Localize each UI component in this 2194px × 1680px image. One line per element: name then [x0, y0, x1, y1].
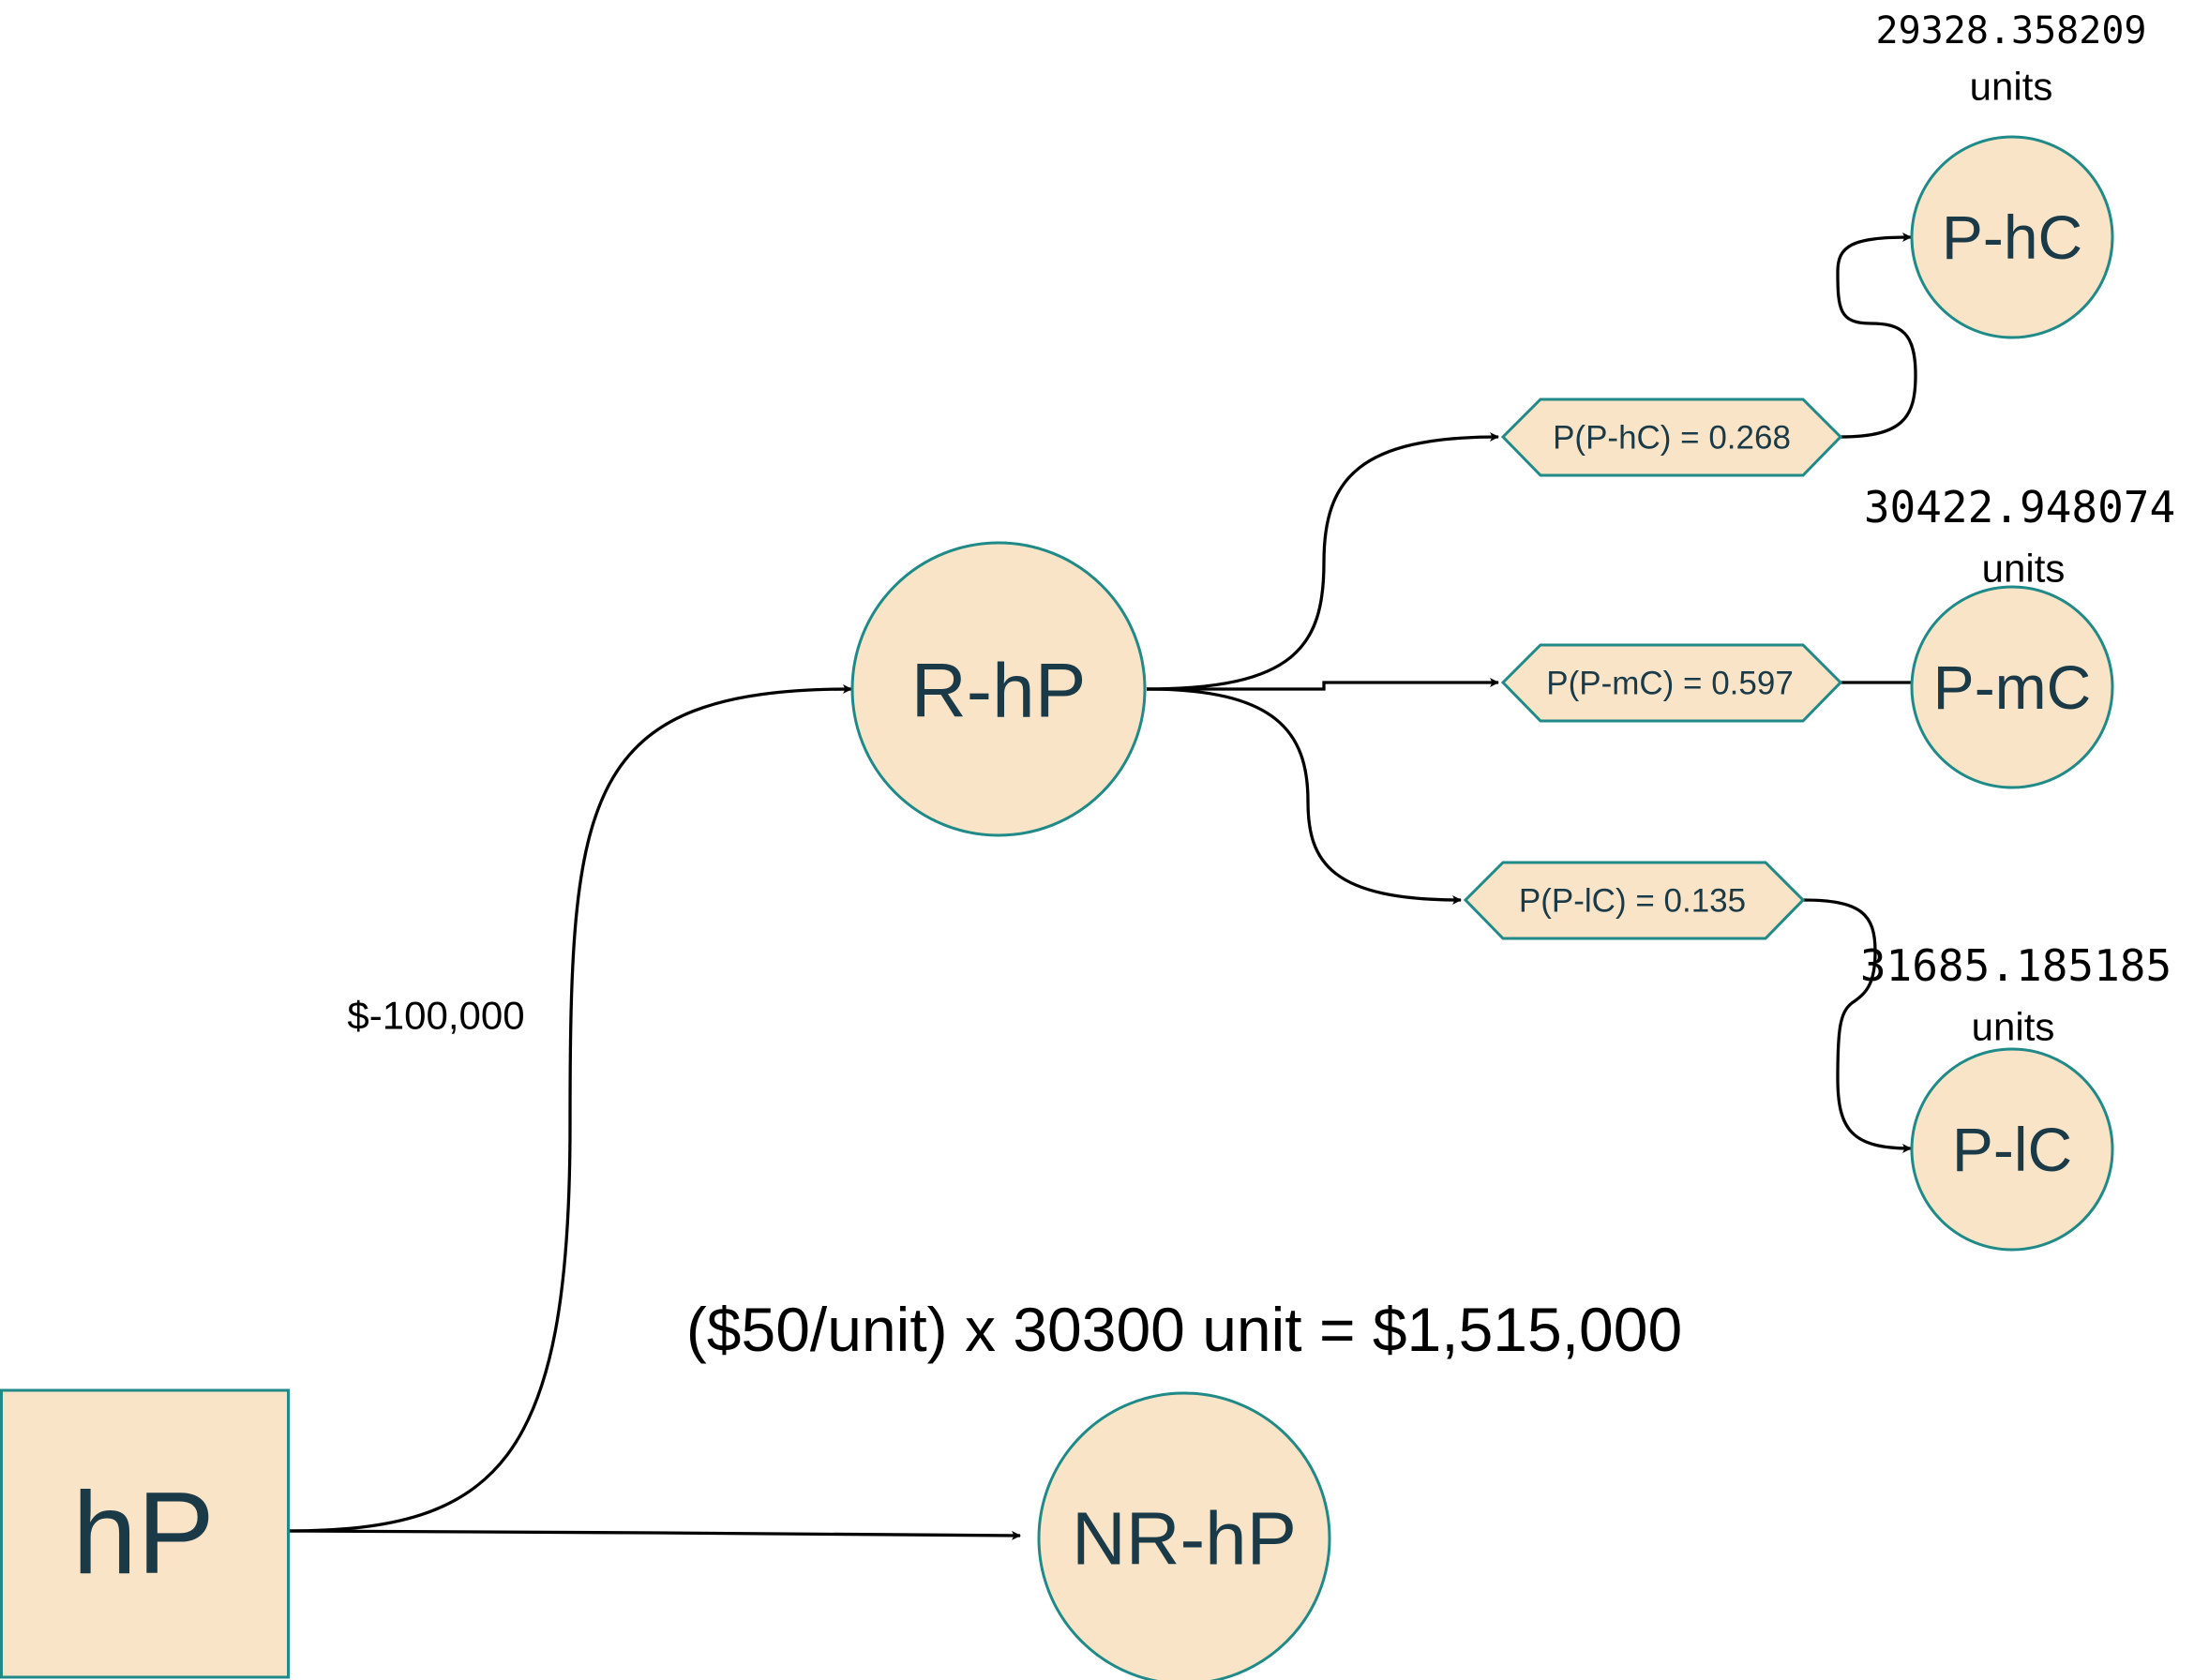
outcome-node-p-mc-label: P-mC	[1933, 652, 2092, 722]
cost-label: $-100,000	[347, 994, 524, 1038]
p-lc-units-label: units	[1972, 1005, 2055, 1049]
outcome-node-p-hc[interactable]: P-hC	[1910, 135, 2114, 339]
p-mc-units-label: units	[1982, 547, 2066, 591]
node-r-hp[interactable]: R-hP	[850, 541, 1147, 837]
edge-r-hp-to-chance-hc	[1146, 432, 1499, 691]
decision-node-hp-label: hP	[72, 1469, 215, 1598]
node-nr-hp-circle	[1037, 1391, 1331, 1680]
chance-node-p-mc-label: P(P-mC) = 0.597	[1546, 666, 1794, 702]
outcome-node-p-mc-circle	[1910, 585, 2114, 789]
outcome-node-p-lc-label: P-lC	[1952, 1115, 2072, 1184]
outcome-node-p-mc[interactable]: P-mC	[1910, 585, 2114, 789]
p-lc-units-value: 31685.185185	[1860, 940, 2171, 991]
chance-node-p-lc-hexagon	[1463, 861, 1806, 940]
node-r-hp-label: R-hP	[911, 649, 1087, 734]
chance-node-p-lc-label: P(P-lC) = 0.135	[1519, 883, 1746, 920]
node-r-hp-circle	[850, 541, 1147, 837]
chance-node-p-mc-hexagon	[1500, 643, 1843, 723]
chance-node-p-hc[interactable]: P(P-hC) = 0.268	[1500, 398, 1843, 477]
chance-node-p-hc-hexagon	[1500, 398, 1843, 477]
outcome-node-p-hc-circle	[1910, 135, 2114, 339]
decision-node-hp[interactable]: hP	[0, 1388, 290, 1679]
edge-chance-hc-to-p-hc	[1836, 232, 1917, 439]
p-hc-units-value: 29328.358209	[1876, 9, 2147, 52]
node-nr-hp[interactable]: NR-hP	[1037, 1391, 1331, 1680]
edge-hp-to-nr-hp	[288, 1529, 1021, 1540]
p-mc-units-value: 30422.948074	[1864, 482, 2175, 532]
chance-node-p-lc[interactable]: P(P-lC) = 0.135	[1463, 861, 1806, 940]
chance-node-p-hc-label: P(P-hC) = 0.268	[1553, 420, 1791, 457]
edge-r-hp-to-chance-mc	[1147, 678, 1499, 691]
chance-node-p-mc[interactable]: P(P-mC) = 0.597	[1500, 643, 1843, 723]
node-nr-hp-label: NR-hP	[1072, 1497, 1297, 1581]
p-hc-units-label: units	[1970, 65, 2053, 109]
revenue-label: ($50/unit) x 30300 unit = $1,515,000	[686, 1295, 1682, 1364]
outcome-node-p-lc-circle	[1910, 1047, 2114, 1252]
edge-chance-lc-to-p-lc	[1802, 898, 1912, 1153]
edge-hp-to-r-hp	[288, 684, 852, 1533]
edge-r-hp-to-chance-lc	[1146, 687, 1462, 905]
outcome-node-p-hc-label: P-hC	[1942, 202, 2082, 272]
outcome-node-p-lc[interactable]: P-lC	[1910, 1047, 2114, 1252]
decision-node-hp-box	[0, 1388, 290, 1679]
